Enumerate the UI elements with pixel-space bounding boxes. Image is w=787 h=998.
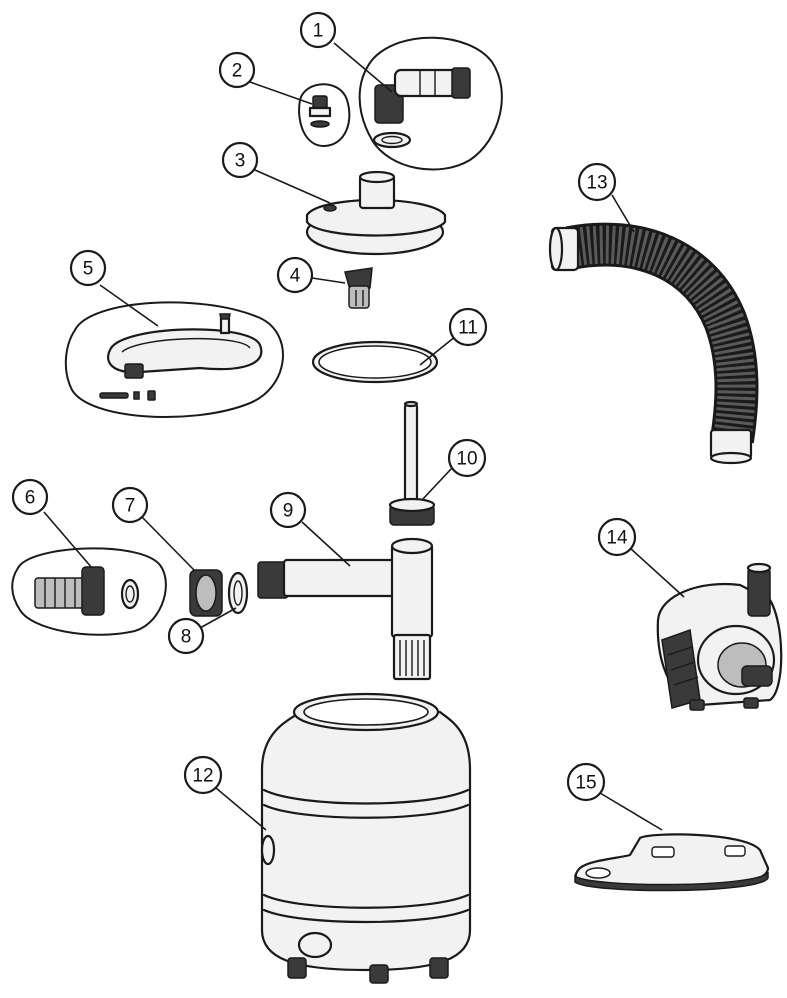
callout-8: 8 <box>167 617 205 655</box>
callout-1: 1 <box>299 11 337 49</box>
part-7-union-nut <box>189 569 223 617</box>
callout-7-label: 7 <box>125 496 136 517</box>
part-8-washer <box>227 571 249 615</box>
part-3-filter-lid <box>305 170 447 256</box>
callout-2-label: 2 <box>232 61 243 82</box>
part-11-o-ring <box>311 340 439 384</box>
callout-15: 15 <box>566 762 606 802</box>
callout-11: 11 <box>448 307 488 347</box>
callout-6-label: 6 <box>25 488 36 509</box>
callout-15-label: 15 <box>575 773 596 794</box>
callout-14: 14 <box>597 517 637 557</box>
part-5-clamp-kit <box>64 301 284 418</box>
part-12-filter-tank <box>260 692 472 984</box>
part-2-air-valve <box>298 83 351 148</box>
part-10-standpipe <box>388 400 436 526</box>
callout-10-label: 10 <box>456 449 477 470</box>
callout-12-label: 12 <box>192 766 213 787</box>
callout-7: 7 <box>111 486 149 524</box>
callout-11-label: 11 <box>458 318 478 339</box>
callout-13-label: 13 <box>586 173 607 194</box>
callout-3-label: 3 <box>235 151 246 172</box>
callout-5: 5 <box>69 249 107 287</box>
part-14-pump <box>656 562 783 711</box>
callout-6: 6 <box>11 478 49 516</box>
leader-lines <box>43 42 685 831</box>
part-9-manifold <box>257 537 434 681</box>
callout-14-label: 14 <box>606 528 628 549</box>
part-4-lid-nut <box>344 267 373 309</box>
callout-5-label: 5 <box>83 259 94 280</box>
callout-2: 2 <box>218 51 256 89</box>
callout-1-label: 1 <box>313 21 324 42</box>
part-15-base-plate <box>574 833 770 892</box>
callout-12: 12 <box>183 755 223 795</box>
callout-13: 13 <box>577 162 617 202</box>
part-1-elbow-fitting <box>358 36 503 171</box>
callout-9-label: 9 <box>283 501 294 522</box>
part-6-hose-adapter <box>11 547 167 636</box>
callout-3: 3 <box>221 141 259 179</box>
callout-10: 10 <box>447 438 487 478</box>
callout-9: 9 <box>269 491 307 529</box>
callout-8-label: 8 <box>181 627 192 648</box>
callout-4: 4 <box>276 256 314 294</box>
callout-4-label: 4 <box>290 266 301 287</box>
part-13-flexible-hose <box>548 222 759 465</box>
